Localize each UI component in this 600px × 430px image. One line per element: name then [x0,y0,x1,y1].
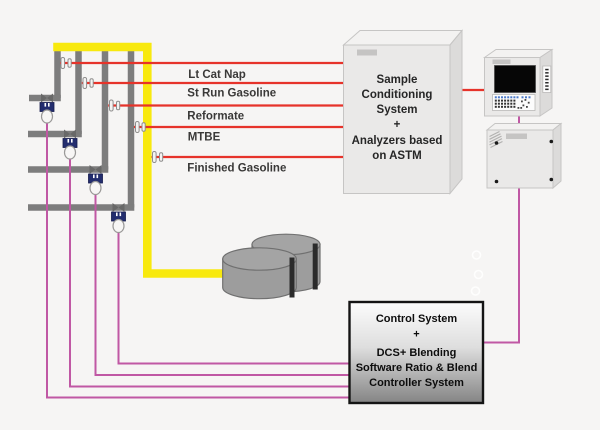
storage-tanks [222,233,321,300]
cabinet-screws [494,139,554,184]
control-system-box: Control System + DCS+ Blending Software … [348,300,485,405]
sample-lines [60,61,485,159]
workstation-keypad [492,94,536,111]
signal-line-valve-2 [69,157,350,388]
analyzer-workstation [482,48,554,117]
signal-line-valve-4 [117,230,350,365]
nameplate [357,49,377,56]
scs-text-line: Conditioning [362,89,433,101]
stream-label: MTBE [188,132,221,144]
scs-text-line: Sample [377,74,418,86]
watermark-rings [470,250,484,296]
signal-line-analyzer [483,116,520,344]
arrow-key-cluster-icon [517,99,530,109]
control-valve-icon [62,129,78,160]
scs-text-line: + [394,119,401,131]
sample-tap-valves [60,57,164,163]
sample-conditioning-box: Sample Conditioning System + Analyzers b… [342,29,464,195]
control-text-line: Software Ratio & Blend [356,362,478,374]
storage-tank-front [222,247,297,300]
stream-label: St Run Gasoline [187,88,276,100]
nameplate [506,133,527,139]
blend-header-pipe [53,42,224,278]
nameplate [492,59,511,64]
scs-text-line: Analyzers based [352,135,443,147]
component-pipes [28,44,135,211]
control-valve-icon [88,165,103,196]
stream-labels: Lt Cat Nap St Run Gasoline Reformate MTB… [187,69,286,175]
signal-lines [46,116,520,399]
sample-tap-valve-icon [109,99,121,112]
stream-label: Finished Gasoline [187,163,286,175]
sample-tap-valve-icon [135,121,146,133]
control-valve-icon [39,93,55,124]
sample-tap-valve-icon [82,77,94,89]
signal-line-valve-3 [94,192,350,376]
signal-line-valve-1 [46,121,350,399]
control-text-line: DCS+ Blending [377,347,457,359]
blend-ratio-valves [39,93,126,234]
stream-label: Lt Cat Nap [188,69,246,81]
scs-text-line: on ASTM [372,150,421,162]
analyzer-cabinet [485,122,563,190]
sample-tap-valve-icon [152,151,164,163]
side-vent-icon [542,65,552,93]
control-text-line: + [413,329,419,341]
workstation-screen [494,65,536,93]
tank-ladder-icon [312,243,318,290]
stream-label: Reformate [187,111,244,123]
control-text-line: Controller System [369,377,464,389]
tank-ladder-icon [289,257,295,298]
control-text-line: Control System [376,313,458,325]
scs-text-line: System [377,104,418,116]
sample-tap-valve-icon [60,57,72,69]
control-valve-icon [111,203,126,234]
